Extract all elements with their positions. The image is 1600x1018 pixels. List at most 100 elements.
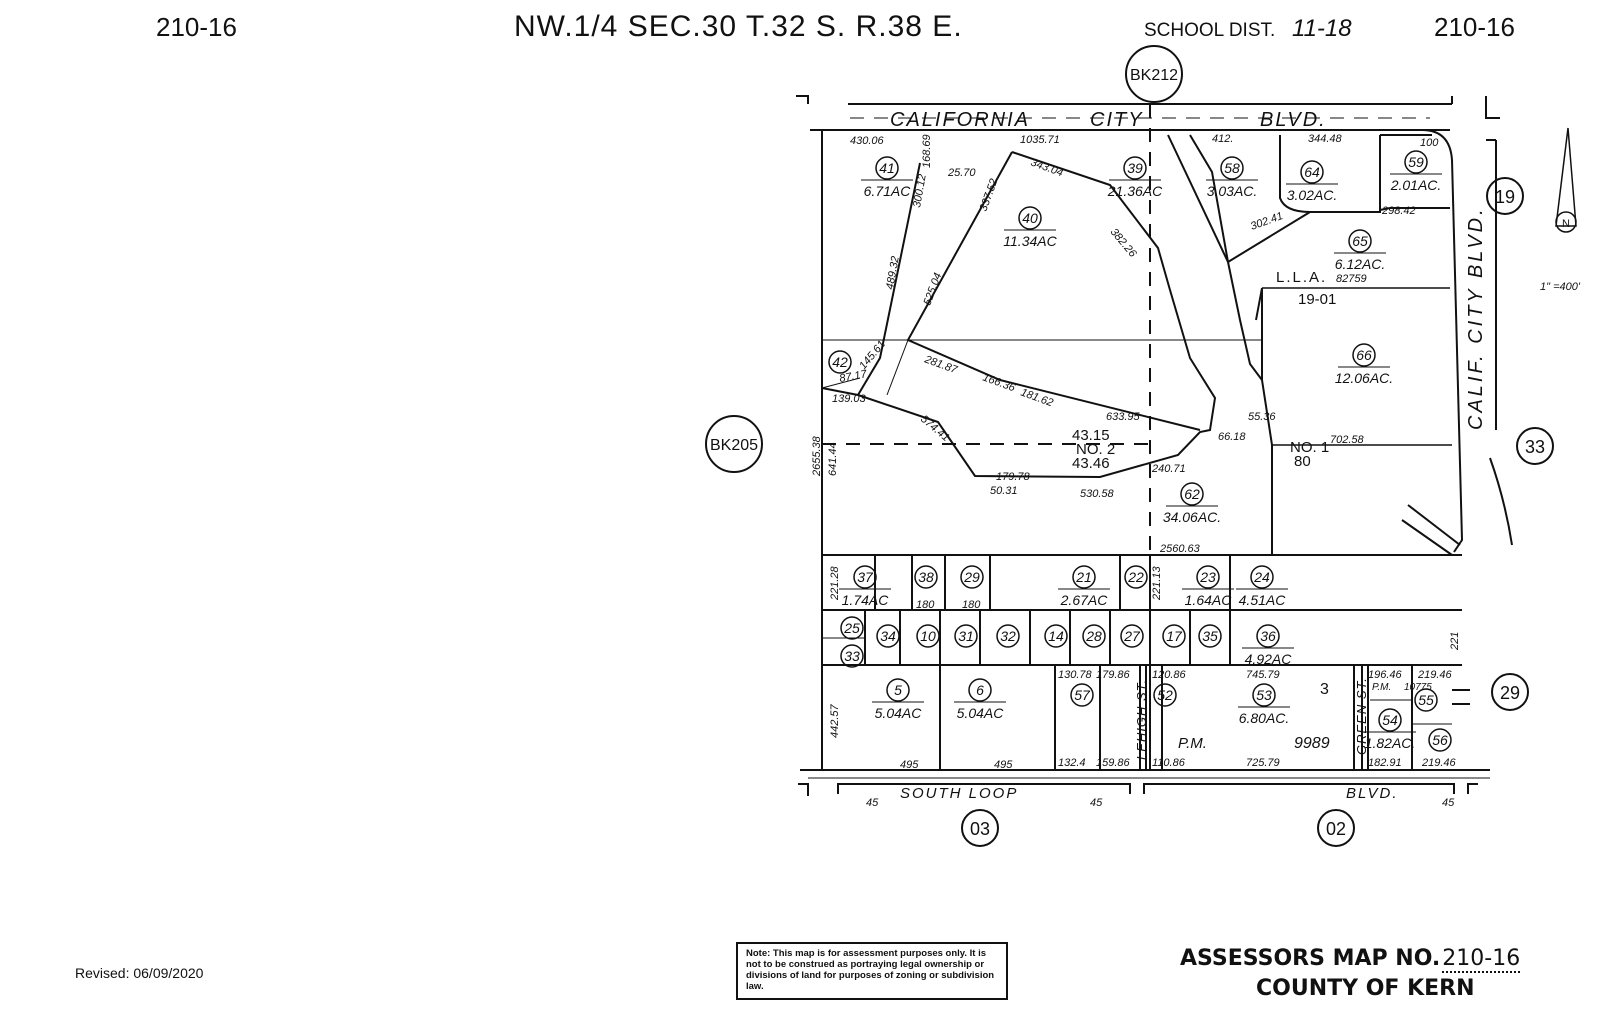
dimension-label: 745.79 [1246,669,1280,681]
assessors-map-title: ASSESSORS MAP NO. [1180,946,1441,971]
parcel-circle [840,616,864,640]
map-scale: 1" =400' [1540,281,1581,293]
parcel-circle [1404,150,1428,174]
dimension-label: 221.13 [1151,565,1163,601]
dimension-label: 1035.71 [1020,134,1060,146]
parcel-circle [1250,565,1274,589]
section-title: NW.1/4 SEC.30 T.32 S. R.38 E. [514,10,963,43]
parcel-circle [1256,624,1280,648]
dimension-label: 180 [916,599,935,611]
parcel-number: 55 [1418,692,1434,708]
dimension-label: 530.58 [1080,488,1115,500]
street-corner-tl [796,95,809,104]
parcel-acreage: 4.92AC [1245,651,1293,667]
pm-right-number: 10775 [1404,682,1432,693]
street-blvd: BLVD. [1260,109,1327,131]
parcel-number: 14 [1048,628,1064,644]
parcel-number: 23 [1199,569,1216,585]
book-ref-left: BK205 [710,437,758,454]
dimension-label: 337.52 [978,177,1001,213]
dimension-label: 221.28 [829,565,841,601]
school-district-value: 11-18 [1292,15,1352,42]
parcel-circle [1082,624,1106,648]
parcel-number: 62 [1184,486,1200,502]
parcel-number: 42 [832,354,848,370]
parcel-number: 64 [1304,164,1320,180]
parcel-circle [1124,565,1148,589]
dimension-label: 641.44 [827,442,839,476]
parcel-circle [1120,624,1144,648]
dimension-label: 45 [1090,797,1103,809]
north-arrow-label: N [1562,218,1570,230]
dimension-label: 179.78 [996,471,1031,483]
parcel-number: 10 [920,628,936,644]
parcel-circle [916,624,940,648]
dimension-label: 25.70 [947,167,976,179]
dimension-label: 132.4 [1058,757,1086,769]
parcel-number: 40 [1022,210,1038,226]
parcel-circle [828,350,852,374]
parcel-acreage: 6.80AC. [1239,710,1290,726]
dimension-label: 159.86 [1096,757,1131,769]
dimension-label: 45 [1442,797,1455,809]
dimension-label: 50.31 [990,485,1018,497]
school-district-label: SCHOOL DIST. [1144,20,1276,41]
parcel-number: 56 [1432,732,1448,748]
dimension-label: 45 [866,797,879,809]
book-ref-top: BK212 [1130,67,1178,84]
parcel-number: 59 [1408,154,1424,170]
no2-top: 43.15 [1072,427,1110,444]
parcel-number: 39 [1127,160,1143,176]
parcel-acreage: 6.71AC [864,183,912,199]
county-name: COUNTY OF KERN [1256,976,1475,1001]
parcel-circle [1070,683,1094,707]
parcel-acreage: 12.06AC. [1335,370,1393,386]
parcel-circle [1220,156,1244,180]
disclaimer-note: Note: This map is for assessment purpose… [736,942,1008,1000]
dimension-label: 87.17 [838,368,868,385]
parcel-acreage: 1.64AC [1185,592,1233,608]
dimension-label: 130.78 [1058,669,1093,681]
dimension-label: 145.61 [857,338,888,371]
parcel-acreage: 1.74AC [842,592,890,608]
dimension-label: 66.18 [1218,431,1246,443]
parcel-number: 58 [1224,160,1240,176]
parcel-acreage: 2.01AC. [1390,177,1442,193]
parcel-number: 36 [1260,628,1276,644]
parcel-number: 34 [880,628,896,644]
street-city: CITY [1090,109,1144,131]
dimension-label: 302.41 [1249,210,1285,233]
parcel-acreage: 2.67AC [1060,592,1109,608]
parcel-acreage: 5.04AC [875,705,923,721]
parcel-number: 22 [1127,569,1144,585]
parcel-number: 37 [857,569,874,585]
dimension-label: 430.06 [850,135,885,147]
dimension-label: 166.36 [981,372,1018,395]
parcel-acreage: 5.04AC [957,705,1005,721]
parcel-number: 35 [1202,628,1218,644]
parcel-acreage: 11.34AC [1003,233,1057,249]
dimension-label: 55.36 [1248,411,1276,423]
dimension-label: 495 [994,759,1013,771]
parcel-circle [875,156,899,180]
parcel-number: 25 [843,620,860,636]
pm-right-label: P.M. [1372,682,1391,693]
street-blvd-bottom: BLVD. [1346,785,1399,802]
parcel-acreage: 6.12AC. [1335,256,1386,272]
parcel-circle [1123,156,1147,180]
dimension-label: 633.95 [1106,411,1141,423]
parcel-acreage: 3.02AC. [1287,187,1338,203]
parcel-circle [1044,624,1068,648]
book-ref-03: 03 [970,819,990,839]
no2-label: NO. 2 [1076,441,1115,458]
street-calif-city-blvd: CALIF. CITY BLVD. [1465,206,1487,430]
parcel-circle [853,565,877,589]
dimension-label: 725.79 [1246,757,1280,769]
dimension-label: 442.57 [829,703,841,738]
dimension-label: 281.87 [922,353,959,376]
dimension-label: 343.04 [1029,157,1065,180]
parcel-circle [1162,624,1186,648]
parcel-circle [1414,688,1438,712]
parcel-acreage: 34.06AC. [1163,509,1221,525]
